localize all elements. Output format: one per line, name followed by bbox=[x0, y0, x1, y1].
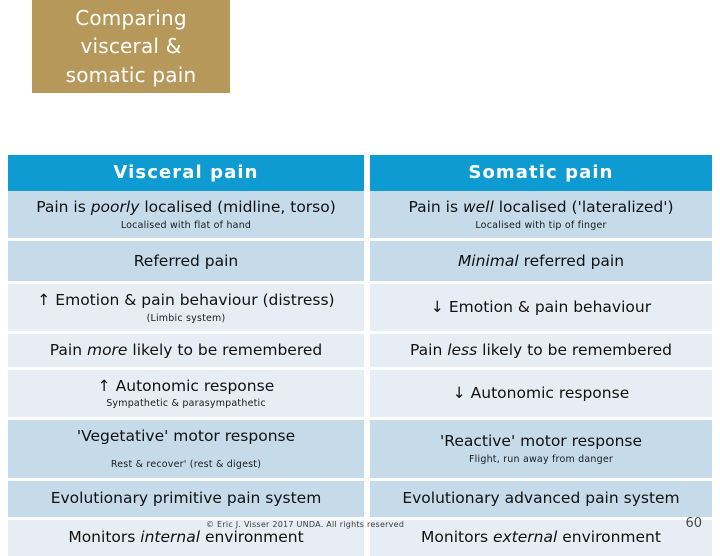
table-cell-somatic: ↓ Emotion & pain behaviour bbox=[370, 283, 712, 334]
cell-main-text: Monitors internal environment bbox=[68, 528, 304, 547]
cell-main-text: Pain more likely to be remembered bbox=[49, 340, 323, 359]
cell-sub-text: Rest & recover' (rest & digest) bbox=[110, 459, 262, 471]
table-cell-somatic: Pain less likely to be remembered bbox=[370, 333, 712, 370]
cell-main-text: Monitors external environment bbox=[421, 528, 661, 547]
copyright-notice: © Eric J. Visser 2017 UNDA. All rights r… bbox=[206, 520, 405, 529]
column-header-somatic: Somatic pain bbox=[370, 155, 712, 191]
column-gap bbox=[364, 240, 370, 284]
column-gap bbox=[364, 333, 370, 370]
cell-main-text: 'Vegetative' motor response bbox=[76, 426, 296, 445]
table-cell-visceral: Referred pain bbox=[8, 240, 364, 284]
column-gap bbox=[364, 191, 370, 241]
table-row: Pain is poorly localised (midline, torso… bbox=[8, 191, 712, 241]
table-cell-visceral: Pain more likely to be remembered bbox=[8, 333, 364, 370]
cell-main-text: ↑ Emotion & pain behaviour (distress) bbox=[37, 290, 335, 309]
cell-main-text: Minimal referred pain bbox=[457, 251, 625, 270]
column-gap bbox=[364, 155, 370, 191]
cell-main-text: Pain is poorly localised (midline, torso… bbox=[36, 198, 336, 216]
column-gap bbox=[364, 419, 370, 481]
cell-emphasis-text: external bbox=[492, 528, 558, 547]
table-row: ↑ Emotion & pain behaviour (distress) (Li… bbox=[8, 283, 712, 334]
table-cell-somatic: Evolutionary advanced pain system bbox=[370, 480, 712, 520]
table-cell-visceral: ↑ Emotion & pain behaviour (distress) (Li… bbox=[8, 283, 364, 334]
cell-emphasis-text: internal bbox=[140, 528, 201, 547]
cell-emphasis-text: more bbox=[86, 340, 128, 359]
cell-emphasis-text: Minimal bbox=[457, 251, 519, 270]
column-header-visceral: Visceral pain bbox=[8, 155, 364, 191]
cell-main-text: Pain less likely to be remembered bbox=[410, 340, 672, 359]
table-body: Pain is poorly localised (midline, torso… bbox=[8, 191, 712, 556]
cell-sub-text: Sympathetic & parasympathetic bbox=[106, 398, 266, 410]
slide-title-box: Comparing visceral & somatic pain bbox=[32, 0, 230, 93]
cell-main-text: 'Reactive' motor response bbox=[439, 432, 642, 451]
table-cell-visceral: Pain is poorly localised (midline, torso… bbox=[8, 191, 364, 241]
table-row: Referred pain Minimal referred pain bbox=[8, 240, 712, 284]
cell-main-text: Evolutionary primitive pain system bbox=[50, 489, 322, 508]
cell-emphasis-text: well bbox=[462, 198, 494, 216]
cell-sub-text: Localised with tip of finger bbox=[475, 219, 607, 231]
column-gap bbox=[364, 283, 370, 334]
table-row: Evolutionary primitive pain system Evolut… bbox=[8, 480, 712, 520]
cell-main-text: ↓ Autonomic response bbox=[452, 383, 630, 402]
column-gap bbox=[364, 519, 370, 556]
column-gap bbox=[364, 480, 370, 520]
table-cell-somatic: Minimal referred pain bbox=[370, 240, 712, 284]
cell-sub-text: Flight, run away from danger bbox=[469, 453, 613, 465]
cell-main-text: ↑ Autonomic response bbox=[97, 376, 275, 395]
table-cell-somatic: Monitors external environment bbox=[370, 519, 712, 556]
table-cell-somatic: ↓ Autonomic response bbox=[370, 369, 712, 420]
page-number: 60 bbox=[685, 516, 702, 531]
table-cell-somatic: Pain is well localised ('lateralized') Lo… bbox=[370, 191, 712, 241]
cell-main-text: Referred pain bbox=[133, 251, 239, 270]
comparison-table: Visceral pain Somatic pain Pain is poorl… bbox=[8, 155, 712, 556]
cell-emphasis-text: poorly bbox=[90, 198, 140, 216]
cell-main-text: ↓ Emotion & pain behaviour bbox=[430, 298, 652, 317]
cell-main-text: Evolutionary advanced pain system bbox=[402, 489, 680, 508]
cell-main-text: Pain is well localised ('lateralized') bbox=[408, 198, 674, 216]
slide-title: Comparing visceral & somatic pain bbox=[65, 5, 197, 87]
table-header-row: Visceral pain Somatic pain bbox=[8, 155, 712, 191]
cell-emphasis-text: less bbox=[447, 340, 478, 359]
table-row: Pain more likely to be remembered Pain le… bbox=[8, 333, 712, 370]
cell-sub-text: (Limbic system) bbox=[146, 312, 226, 324]
table-cell-visceral: Evolutionary primitive pain system bbox=[8, 480, 364, 520]
cell-sub-text: Localised with flat of hand bbox=[120, 219, 252, 231]
column-gap bbox=[364, 369, 370, 420]
